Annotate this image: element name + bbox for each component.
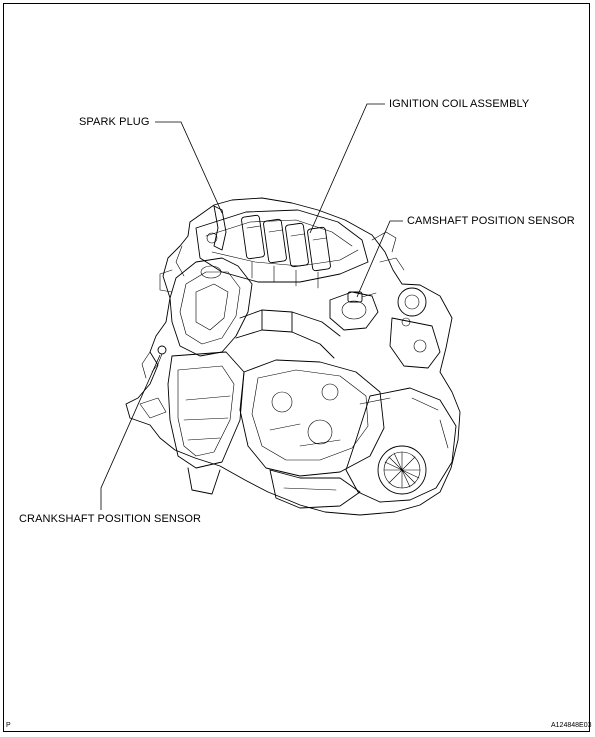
spark-plug-leader: [155, 121, 223, 214]
ignition-coil-leader: [309, 103, 385, 234]
figure-border: [3, 3, 590, 732]
flywheel-spokes: [383, 451, 421, 489]
figure-id-label: A124848E03: [551, 722, 592, 729]
crankshaft-sensor-leader: [100, 354, 161, 510]
ignition-coil-assembly-label: IGNITION COIL ASSEMBLY: [389, 98, 530, 110]
spark-plug-label: SPARK PLUG: [79, 116, 150, 128]
camshaft-sensor-leader: [356, 220, 403, 298]
camshaft-position-sensor-label: CAMSHAFT POSITION SENSOR: [407, 215, 575, 227]
ignition-coils: [241, 214, 331, 289]
corner-mark-p: P: [6, 722, 11, 729]
leader-lines: [100, 103, 403, 510]
crankshaft-position-sensor-label: CRANKSHAFT POSITION SENSOR: [19, 513, 202, 525]
engine-drawing: [125, 197, 461, 516]
